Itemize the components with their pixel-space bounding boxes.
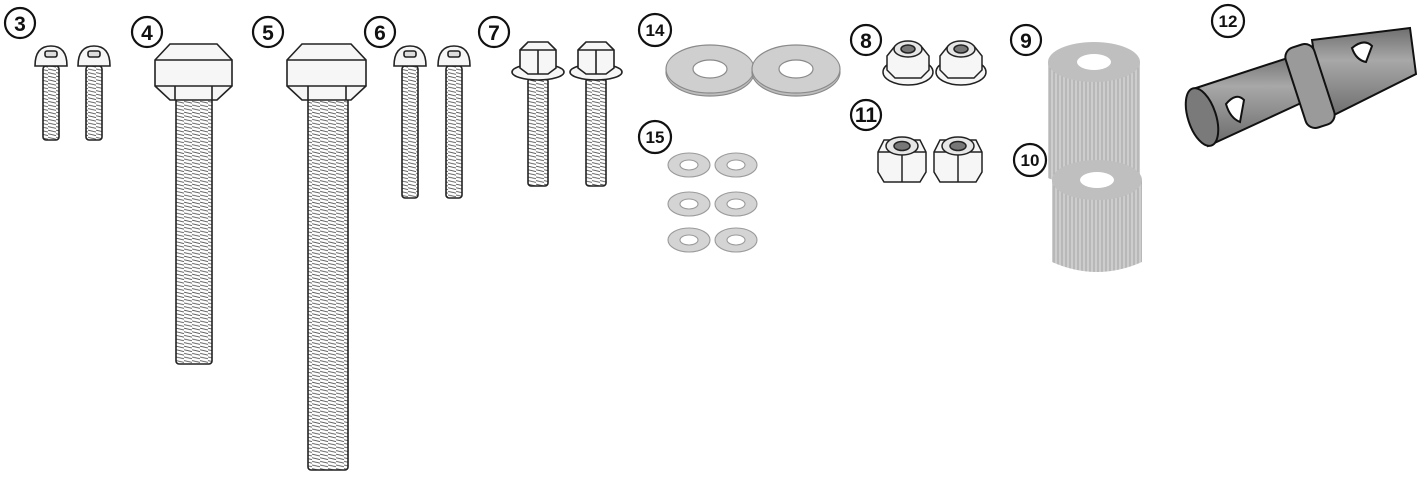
svg-text:11: 11 (855, 104, 878, 127)
part-11-nut (877, 136, 927, 183)
part-14-label: 14 (637, 12, 673, 48)
svg-text:3: 3 (14, 13, 26, 36)
part-12-pin (1184, 26, 1418, 148)
part-7-bolt (569, 41, 623, 187)
part-6-label: 6 (363, 15, 397, 49)
part-3-label: 3 (3, 6, 37, 40)
part-15-washer-group (667, 152, 758, 253)
part-4-bolt (154, 43, 233, 365)
part-3-screw (77, 45, 111, 141)
part-8-label: 8 (849, 23, 883, 57)
part-14-washer (751, 44, 841, 97)
part-5-bolt (286, 43, 367, 471)
part-9-spacer (1048, 42, 1140, 188)
svg-text:10: 10 (1021, 151, 1040, 170)
svg-text:5: 5 (262, 22, 274, 45)
part-7-label: 7 (477, 15, 511, 49)
part-12-label: 12 (1210, 3, 1246, 39)
part-4-label: 4 (130, 15, 164, 49)
svg-text:6: 6 (374, 22, 386, 45)
part-6-screw (437, 45, 471, 199)
part-5-label: 5 (251, 15, 285, 49)
part-9-label: 9 (1009, 23, 1043, 57)
part-11-label: 11 (849, 98, 883, 132)
svg-text:4: 4 (141, 22, 153, 45)
part-7-bolt (511, 41, 565, 187)
svg-text:15: 15 (646, 128, 665, 147)
part-15-label: 15 (637, 119, 673, 155)
svg-text:14: 14 (646, 21, 665, 40)
svg-text:7: 7 (488, 22, 500, 45)
part-8-nut (882, 40, 934, 86)
part-10-spacer (1052, 160, 1142, 272)
svg-text:8: 8 (860, 30, 872, 53)
part-14-washer (665, 44, 755, 97)
part-8-nut (935, 40, 987, 86)
svg-text:12: 12 (1219, 12, 1238, 31)
svg-text:9: 9 (1020, 30, 1032, 53)
part-11-nut (933, 136, 983, 183)
part-10-label: 10 (1012, 142, 1048, 178)
part-6-screw (393, 45, 427, 199)
part-3-screw (34, 45, 68, 141)
